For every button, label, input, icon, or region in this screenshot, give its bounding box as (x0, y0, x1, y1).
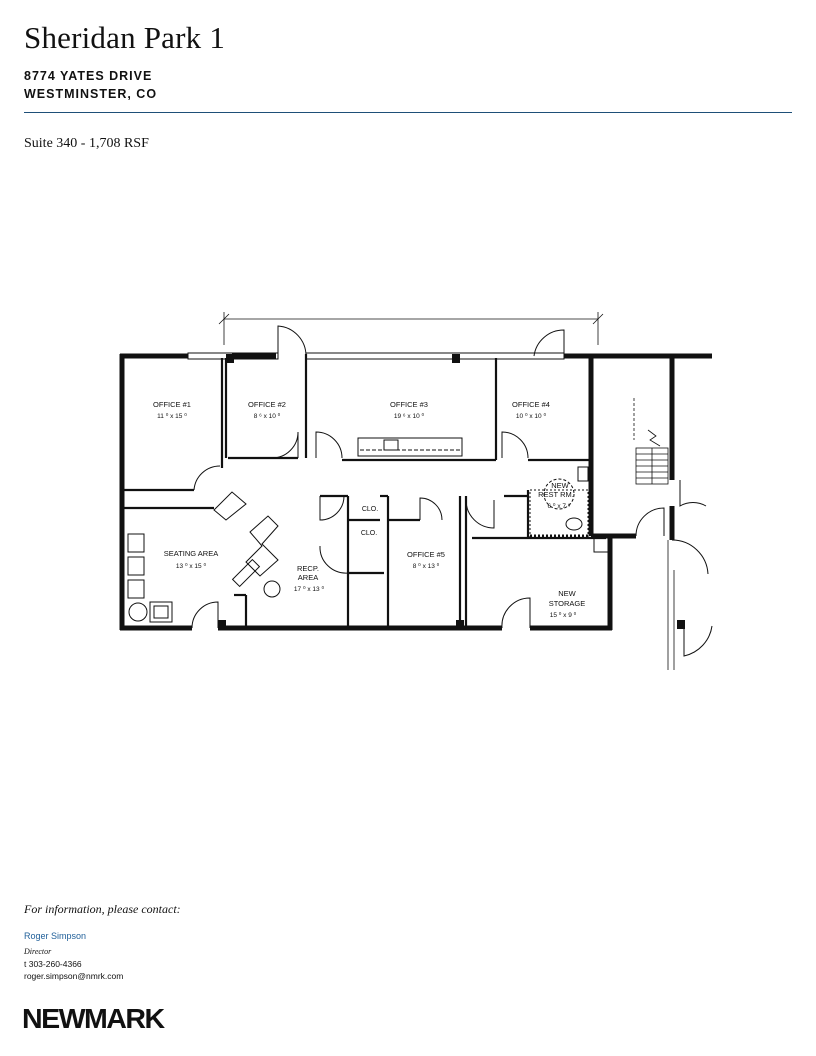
room-name: OFFICE #2 (248, 400, 286, 409)
room-labels: OFFICE #1 11 ⁰ x 15 ⁰ OFFICE #2 8 ⁶ x 10… (153, 400, 585, 619)
contact-email: roger.simpson@nmrk.com (24, 971, 124, 981)
room-name: RECP. (297, 564, 319, 573)
room-name: OFFICE #1 (153, 400, 191, 409)
contact-title: Director (24, 947, 52, 956)
room-size: 8 ⁰ x 13 ⁰ (413, 562, 440, 570)
newmark-logo: NEWMARK (22, 1003, 165, 1034)
room-name: NEW (558, 589, 576, 598)
room-name-line2: STORAGE (549, 599, 586, 608)
room-size: 10 ⁰ x 10 ⁰ (516, 412, 547, 420)
room-name-line2: REST RM. (538, 490, 574, 499)
room-size: 19 ⁶ x 10 ⁰ (394, 412, 425, 420)
room-size: 6 ⁰ x 7 ⁶ (548, 502, 571, 510)
header-divider (24, 112, 792, 113)
room-name: OFFICE #4 (512, 400, 550, 409)
contact-lead: For information, please contact: (24, 902, 181, 916)
address-street: 8774 YATES DRIVE (24, 69, 153, 83)
dimension-line (218, 312, 604, 345)
room-name: NEW (551, 481, 569, 490)
suite-info: Suite 340 - 1,708 RSF (24, 136, 149, 151)
exterior-walls (119, 353, 712, 631)
door-swings (191, 325, 713, 657)
room-size: 17 ⁰ x 13 ⁰ (294, 585, 325, 593)
room-size: 13 ⁰ x 15 ⁰ (176, 562, 207, 570)
room-size: 8 ⁶ x 10 ⁰ (254, 412, 281, 420)
closet-label: CLO. (362, 506, 378, 513)
room-name: SEATING AREA (164, 549, 218, 558)
room-name: OFFICE #3 (390, 400, 428, 409)
room-name: OFFICE #5 (407, 550, 445, 559)
stairs (633, 398, 675, 670)
address-city: WESTMINSTER, CO (24, 87, 158, 101)
interior-walls (122, 354, 606, 628)
columns (218, 354, 685, 629)
furniture (127, 437, 609, 623)
room-size: 15 ⁰ x 9 ⁰ (550, 611, 577, 619)
contact-phone: t 303-260-4366 (24, 959, 82, 969)
closet-label: CLO. (361, 530, 377, 537)
room-size: 11 ⁰ x 15 ⁰ (157, 412, 187, 420)
contact-name: Roger Simpson (24, 931, 87, 941)
room-name-line2: AREA (298, 573, 318, 582)
property-title: Sheridan Park 1 (24, 20, 226, 55)
